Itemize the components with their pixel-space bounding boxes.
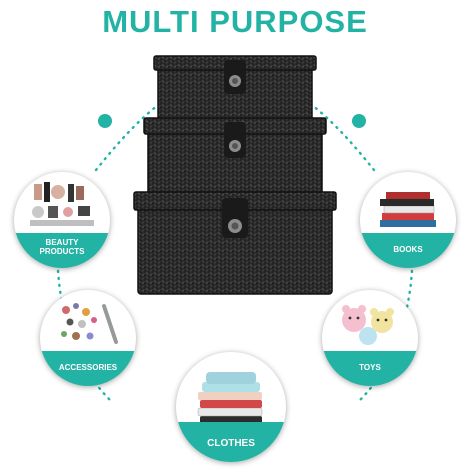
- clothes-icon: [197, 372, 263, 424]
- beauty-products-icon: [30, 182, 94, 226]
- category-label: BEAUTY PRODUCTS: [39, 238, 85, 256]
- basket-small: [153, 55, 317, 127]
- books-icon: [380, 192, 436, 227]
- category-label: ACCESSORIES: [58, 363, 118, 372]
- toys-icon: [342, 305, 394, 345]
- category-label: CLOTHES: [207, 438, 255, 449]
- basket-large: [133, 191, 337, 295]
- category-beauty-products: BEAUTY PRODUCTS: [14, 172, 110, 268]
- category-label: BOOKS: [393, 245, 423, 254]
- category-accessories: ACCESSORIES: [40, 290, 136, 386]
- basket-medium: [143, 117, 327, 197]
- accent-dot-right: [352, 114, 366, 128]
- category-label: TOYS: [359, 363, 381, 372]
- category-books: BOOKS: [360, 172, 456, 268]
- accent-dot-left: [98, 114, 112, 128]
- category-clothes: CLOTHES: [176, 352, 286, 462]
- accessories-icon: [61, 303, 118, 344]
- page-title: MULTI PURPOSE: [102, 4, 368, 39]
- category-toys: TOYS: [322, 290, 418, 386]
